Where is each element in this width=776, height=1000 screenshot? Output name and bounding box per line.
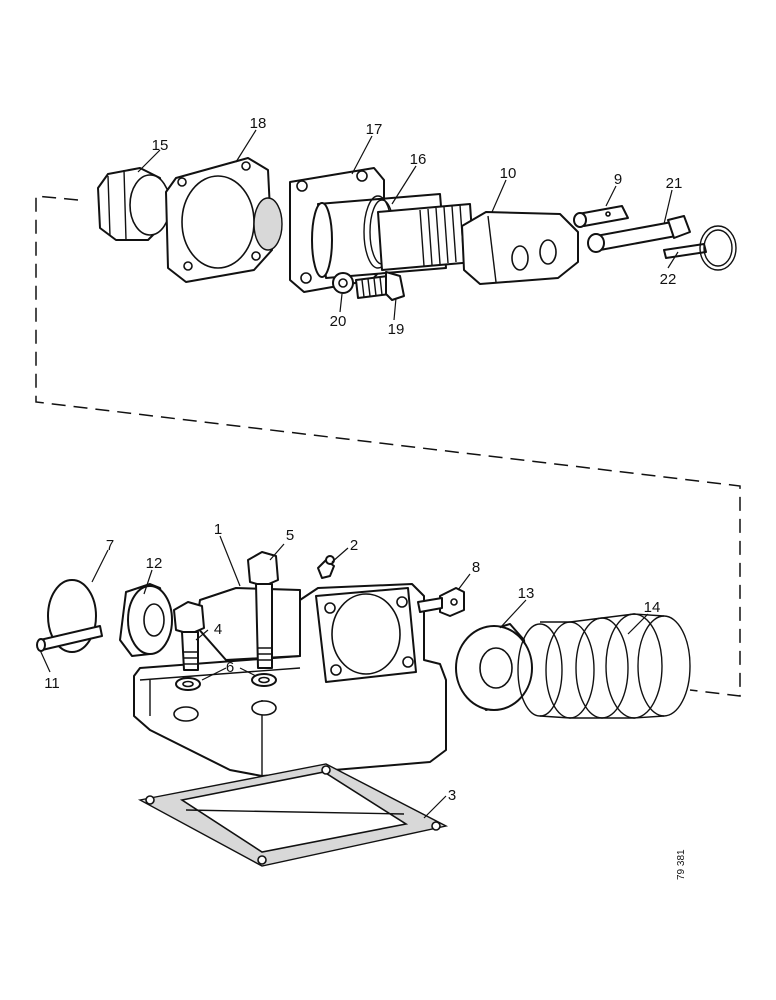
assembly-dashed-line (35, 195, 741, 697)
leader-lines (39, 129, 679, 819)
callout-13: 13 (518, 585, 535, 602)
callout-19: 19 (388, 321, 405, 338)
part-4-bolt (173, 601, 205, 671)
callout-numbers: 1 2 3 4 5 6 7 8 9 10 11 12 13 14 15 16 1… (44, 115, 682, 804)
callout-3: 3 (448, 787, 456, 804)
part-13-thick-washer (455, 623, 533, 711)
part-21-clevis-pin (587, 215, 691, 253)
part-3-base-gasket (137, 763, 449, 867)
callout-22: 22 (660, 271, 677, 288)
part-20-washer (332, 272, 354, 294)
part-5-long-bolt (247, 551, 279, 669)
callout-11: 11 (44, 675, 60, 692)
part-1-main-housing (133, 583, 447, 777)
callout-21: 21 (666, 175, 683, 192)
part-12-collar (119, 583, 173, 657)
part-15-cap-nut (97, 167, 171, 241)
callout-1: 1 (214, 521, 222, 538)
callout-6: 6 (226, 659, 234, 676)
part-9-pin (573, 205, 629, 228)
callout-20: 20 (330, 313, 347, 330)
callout-18: 18 (250, 115, 267, 132)
callout-4: 4 (214, 621, 222, 638)
callout-2: 2 (350, 537, 358, 554)
part-10-clevis-rod (377, 203, 579, 285)
part-14-coil-spring (517, 613, 691, 719)
part-18-gasket (165, 157, 273, 283)
part-6-washers (175, 673, 277, 691)
callout-17: 17 (366, 121, 383, 138)
callout-14: 14 (644, 599, 661, 616)
callout-5: 5 (286, 527, 294, 544)
part-2-grease-nipple (317, 555, 335, 579)
part-19-bolt (355, 271, 405, 301)
callout-7: 7 (106, 537, 114, 554)
callout-16: 16 (410, 151, 427, 168)
callout-12: 12 (146, 555, 163, 572)
drawing-reference-code: 79 381 (676, 849, 687, 880)
callout-10: 10 (500, 165, 517, 182)
part-8-block (417, 587, 465, 617)
part-22-linch-pin (663, 225, 737, 271)
callout-15: 15 (152, 137, 169, 154)
callout-8: 8 (472, 559, 480, 576)
callout-9: 9 (614, 171, 622, 188)
